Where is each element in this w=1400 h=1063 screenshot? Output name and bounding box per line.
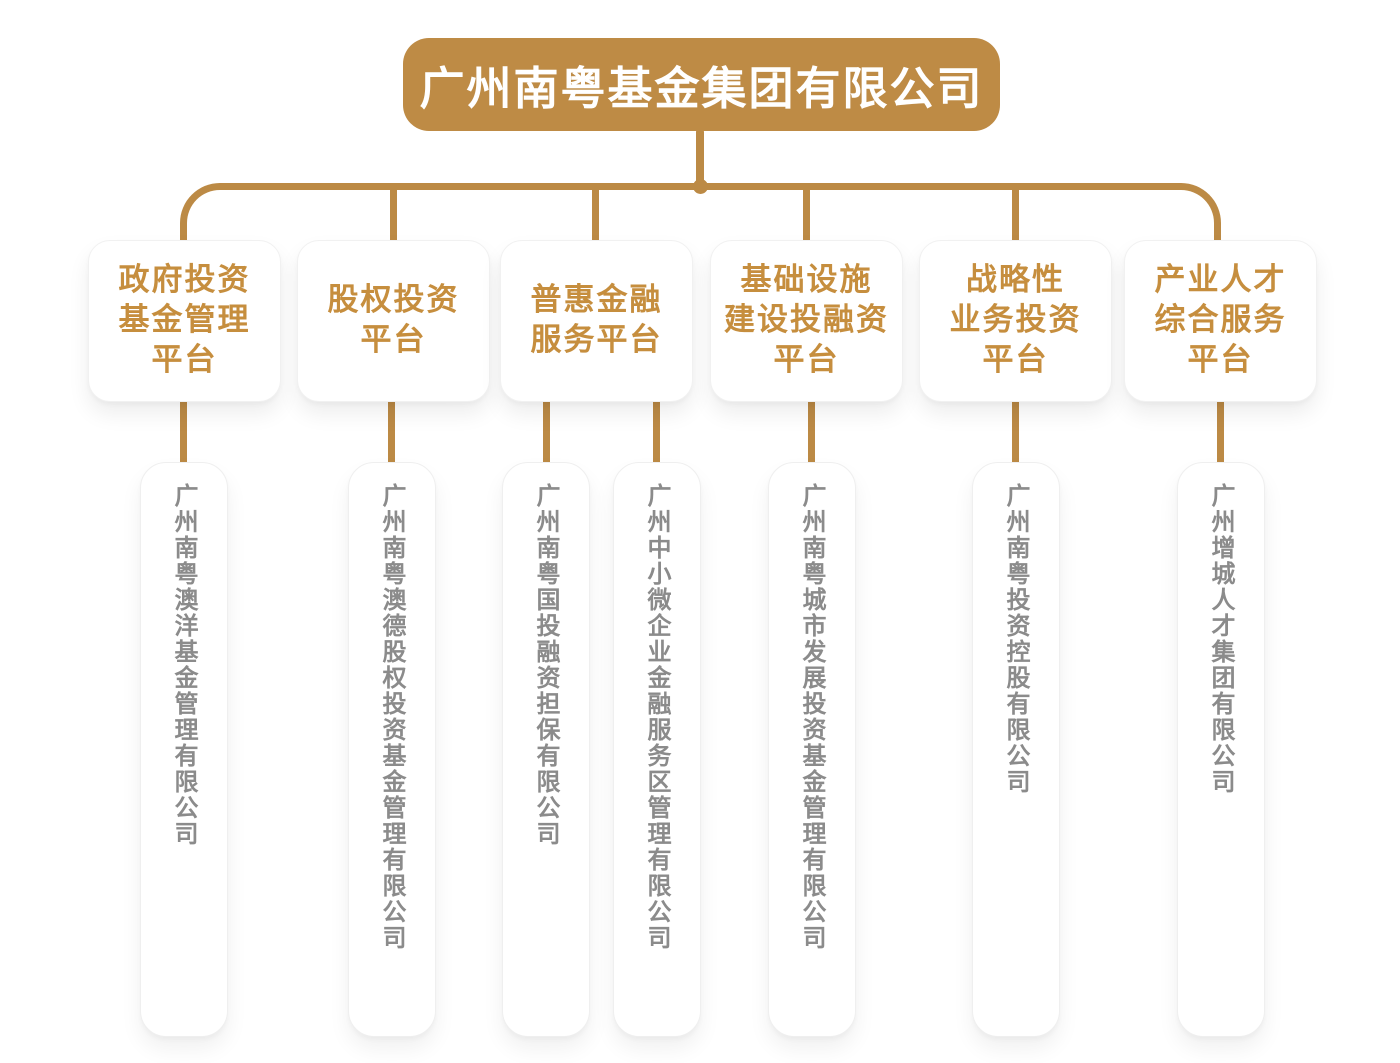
subsidiary-node-7: 广州增城人才集团有限公司 (1177, 462, 1265, 1037)
subsidiary-name: 广州南粤城市发展投资基金管理有限公司 (798, 483, 826, 951)
connector-drop-platform-5 (1012, 186, 1019, 246)
platform-node-equity-investment: 股权投资 平台 (297, 240, 490, 402)
platform-node-government-investment-fund: 政府投资 基金管理 平台 (88, 240, 281, 402)
subsidiary-name: 广州中小微企业金融服务区管理有限公司 (643, 483, 671, 951)
connector-drop-platform-3 (592, 186, 599, 246)
platform-node-strategic-business: 战略性 业务投资 平台 (919, 240, 1112, 402)
subsidiary-node-1: 广州南粤澳洋基金管理有限公司 (140, 462, 228, 1037)
connector-subsidiary-6 (1012, 398, 1019, 468)
subsidiary-name: 广州增城人才集团有限公司 (1207, 483, 1235, 795)
subsidiary-name: 广州南粤澳洋基金管理有限公司 (170, 483, 198, 847)
connector-drop-platform-4 (803, 186, 810, 246)
subsidiary-name: 广州南粤投资控股有限公司 (1002, 483, 1030, 795)
subsidiary-node-3: 广州南粤国投融资担保有限公司 (502, 462, 590, 1037)
subsidiary-name: 广州南粤澳德股权投资基金管理有限公司 (378, 483, 406, 951)
platform-label: 股权投资 平台 (327, 282, 460, 358)
connector-subsidiary-1 (180, 398, 187, 468)
connector-root-stem (696, 128, 704, 188)
subsidiary-node-6: 广州南粤投资控股有限公司 (972, 462, 1060, 1037)
connector-drop-platform-2 (390, 186, 397, 246)
connector-subsidiary-4 (653, 398, 660, 468)
platform-label: 基础设施 建设投融资 平台 (724, 262, 889, 378)
platform-label: 产业人才 综合服务 平台 (1154, 262, 1287, 378)
subsidiary-node-4: 广州中小微企业金融服务区管理有限公司 (613, 462, 701, 1037)
platform-node-infrastructure-financing: 基础设施 建设投融资 平台 (710, 240, 903, 402)
connector-subsidiary-3 (543, 398, 550, 468)
platform-label: 战略性 业务投资 平台 (949, 262, 1082, 378)
subsidiary-node-2: 广州南粤澳德股权投资基金管理有限公司 (348, 462, 436, 1037)
connector-subsidiary-2 (388, 398, 395, 468)
connector-subsidiary-7 (1217, 398, 1224, 468)
connector-subsidiary-5 (808, 398, 815, 468)
root-company-node: 广州南粤基金集团有限公司 (403, 38, 1000, 131)
subsidiary-node-5: 广州南粤城市发展投资基金管理有限公司 (768, 462, 856, 1037)
platform-label: 普惠金融 服务平台 (530, 282, 663, 358)
root-company-label: 广州南粤基金集团有限公司 (419, 62, 984, 115)
platform-label: 政府投资 基金管理 平台 (118, 262, 251, 378)
connector-junction-dot (693, 179, 708, 194)
platform-node-industry-talent: 产业人才 综合服务 平台 (1124, 240, 1317, 402)
platform-node-inclusive-finance: 普惠金融 服务平台 (500, 240, 693, 402)
subsidiary-name: 广州南粤国投融资担保有限公司 (532, 483, 560, 847)
